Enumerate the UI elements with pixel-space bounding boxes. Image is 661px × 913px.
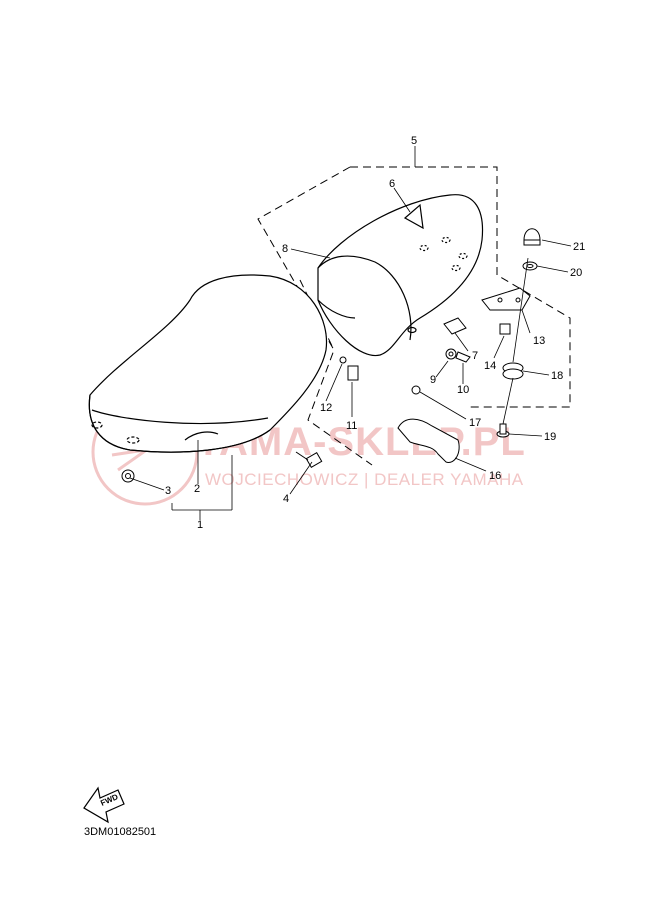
rider-seat	[88, 274, 328, 453]
part-label: 21	[573, 241, 585, 253]
part-label: 11	[346, 420, 357, 432]
diagram-code: 3DM01082501	[84, 826, 157, 838]
hardware-parts	[121, 228, 541, 483]
part-labels: 1 2 3 4 5 6 7 8 9 10 11 12 13 14 16 17 1…	[165, 135, 585, 531]
part-label: 6	[389, 178, 395, 190]
part-label: 5	[411, 135, 417, 147]
part-label: 4	[283, 493, 289, 505]
part-label: 10	[457, 384, 469, 396]
passenger-seat	[317, 194, 484, 357]
forward-arrow-icon: FWD	[83, 786, 125, 824]
part-label: 12	[320, 402, 332, 414]
assembly-outline	[257, 166, 571, 466]
part-label: 13	[533, 335, 545, 347]
part-label: 19	[544, 431, 556, 443]
part-label: 7	[472, 350, 478, 362]
part-label: 16	[489, 470, 501, 482]
part-label: 17	[469, 417, 481, 429]
part-label: 14	[484, 360, 496, 372]
part-label: 20	[570, 267, 582, 279]
part-label: 3	[165, 485, 171, 497]
part-label: 8	[282, 243, 288, 255]
part-label: 9	[430, 374, 436, 386]
leader-lines	[129, 146, 572, 520]
part-label: 2	[194, 483, 200, 495]
watermark-subtext: WOJCIECHOWICZ | DEALER YAMAHA	[205, 470, 524, 489]
part-label: 18	[551, 370, 563, 382]
part-label: 1	[197, 519, 203, 531]
